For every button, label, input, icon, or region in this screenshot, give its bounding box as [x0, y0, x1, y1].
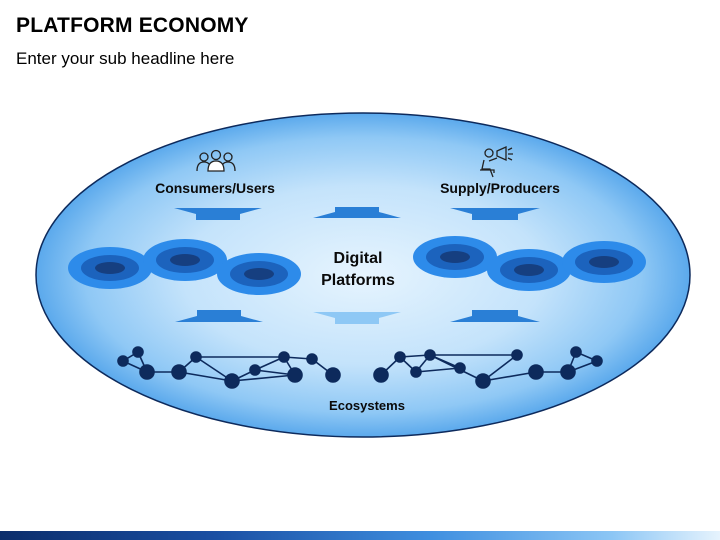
- page-subtitle: Enter your sub headline here: [16, 49, 235, 68]
- arrow-up-center: [313, 207, 401, 218]
- ecosystem-network-left: [117, 346, 341, 389]
- users-group-icon: [196, 149, 236, 172]
- digital-platforms-line1: Digital: [333, 250, 383, 267]
- presenter-megaphone-icon: [480, 145, 513, 178]
- platform-disc: [217, 253, 301, 295]
- arrow-down-center: [313, 312, 401, 324]
- arrow-down-left: [174, 208, 262, 220]
- platform-disc: [68, 247, 152, 289]
- consumers-users-label: Consumers/Users: [155, 180, 275, 196]
- ecosystems-label: Ecosystems: [329, 398, 405, 413]
- arrow-up-left: [175, 310, 263, 322]
- arrow-up-right: [450, 310, 540, 322]
- ecosystem-network-right: [373, 346, 603, 389]
- supply-producers-label: Supply/Producers: [440, 180, 560, 196]
- page-title: PLATFORM ECONOMY: [16, 14, 249, 37]
- arrow-down-right: [450, 208, 540, 220]
- digital-platforms-line2: Platforms: [321, 272, 395, 289]
- platform-disc: [143, 239, 227, 281]
- platform-disc: [562, 241, 646, 283]
- digital-platforms-label: Digital Platforms: [300, 248, 416, 292]
- platform-disc: [413, 236, 497, 278]
- footer-bar: [0, 531, 720, 540]
- platform-disc: [487, 249, 571, 291]
